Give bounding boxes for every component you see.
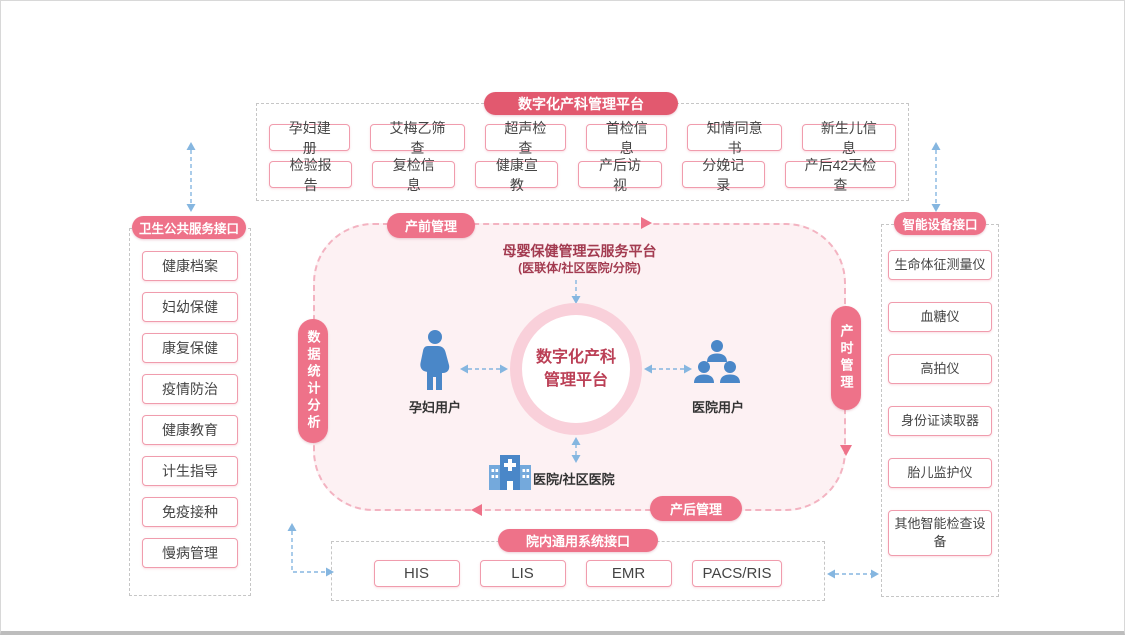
right-panel-box: 生命体征测量仪血糖仪高拍仪身份证读取器胎儿监护仪其他智能检查设备: [881, 224, 999, 597]
top-modules-box: 孕妇建册艾梅乙筛查超声检查首检信息知情同意书新生儿信息 检验报告复检信息健康宣教…: [256, 103, 909, 201]
device-button: 身份证读取器: [888, 406, 992, 436]
device-button: 生命体征测量仪: [888, 250, 992, 280]
bottom-panel-items: HIS LIS EMR PACS/RIS: [343, 560, 813, 587]
service-button: 免疫接种: [142, 497, 238, 527]
arrow-topbox-to-right-panel: [931, 142, 941, 212]
pregnant-woman-icon: [420, 330, 450, 390]
top-platform-title: 数字化产科管理平台: [484, 92, 678, 115]
module-button: 健康宣教: [475, 157, 559, 193]
core-platform-circle: 数字化产科 管理平台: [510, 303, 642, 435]
right-panel-title: 智能设备接口: [894, 212, 986, 235]
top-modules-row1: 孕妇建册艾梅乙筛查超声检查首检信息知情同意书新生儿信息: [269, 120, 897, 156]
system-button: PACS/RIS: [691, 560, 783, 587]
top-modules-row2: 检验报告复检信息健康宣教产后访视分娩记录产后42天检查: [269, 157, 897, 193]
arrow-left-to-bottom-panel: [287, 523, 334, 577]
module-button: 超声检查: [484, 120, 567, 156]
device-button: 胎儿监护仪: [888, 458, 992, 488]
service-button: 疫情防治: [142, 374, 238, 404]
pregnant-user-label: 孕妇用户: [408, 400, 461, 415]
cycle-flow-arrow-bottom: [471, 504, 482, 516]
module-button: 孕妇建册: [269, 120, 351, 156]
system-button: HIS: [373, 560, 460, 587]
module-button: 产后访视: [578, 157, 662, 193]
module-button: 知情同意书: [687, 120, 782, 156]
intrapartum-pill: 产时管理: [831, 306, 861, 410]
service-button: 健康教育: [142, 415, 238, 445]
module-button: 检验报告: [269, 157, 353, 193]
arrow-core-to-hospital-users: [644, 364, 692, 374]
module-button: 新生儿信息: [801, 120, 897, 156]
left-panel-items: 健康档案妇幼保健康复保健疫情防治健康教育计生指导免疫接种慢病管理: [130, 251, 250, 568]
prenatal-pill: 产前管理: [387, 213, 475, 238]
arrow-core-to-pregnant-user: [460, 364, 508, 374]
postpartum-pill: 产后管理: [650, 496, 742, 521]
module-button: 分娩记录: [681, 157, 765, 193]
module-button: 复检信息: [372, 157, 456, 193]
module-button: 艾梅乙筛查: [370, 120, 465, 156]
system-button: LIS: [479, 560, 566, 587]
arrow-bottom-panel-to-right-panel: [827, 569, 879, 579]
device-button: 其他智能检查设备: [888, 510, 992, 557]
module-button: 首检信息: [586, 120, 668, 156]
cloud-platform-title: 母婴保健管理云服务平台: [502, 243, 657, 259]
right-panel-items: 生命体征测量仪血糖仪高拍仪身份证读取器胎儿监护仪其他智能检查设备: [882, 250, 998, 557]
device-button: 高拍仪: [888, 354, 992, 384]
left-panel-box: 健康档案妇幼保健康复保健疫情防治健康教育计生指导免疫接种慢病管理: [129, 228, 251, 596]
cycle-flow-arrow-top: [641, 217, 652, 229]
arrow-topbox-to-left-panel: [186, 142, 196, 212]
service-button: 计生指导: [142, 456, 238, 486]
hospital-building-icon: [489, 455, 531, 490]
hospital-user-label: 医院用户: [691, 400, 744, 415]
device-button: 血糖仪: [888, 302, 992, 332]
cycle-flow-arrow-right: [840, 445, 852, 456]
core-platform-title: 数字化产科 管理平台: [535, 348, 616, 389]
bottom-panel-title: 院内通用系统接口: [498, 529, 658, 552]
service-button: 慢病管理: [142, 538, 238, 568]
system-button: EMR: [585, 560, 672, 587]
service-button: 康复保健: [142, 333, 238, 363]
cloud-platform-subtitle: (医联体/社区医院/分院): [518, 261, 641, 275]
left-panel-title: 卫生公共服务接口: [132, 216, 246, 239]
arrow-cloud-to-core: [571, 280, 581, 304]
module-button: 产后42天检查: [784, 157, 897, 193]
data-analysis-pill: 数据统计分析: [298, 319, 328, 443]
hospital-label: 医院/社区医院: [533, 472, 615, 487]
service-button: 健康档案: [142, 251, 238, 281]
arrow-core-to-hospital: [571, 437, 581, 463]
service-button: 妇幼保健: [142, 292, 238, 322]
hospital-users-icon: [694, 340, 740, 383]
